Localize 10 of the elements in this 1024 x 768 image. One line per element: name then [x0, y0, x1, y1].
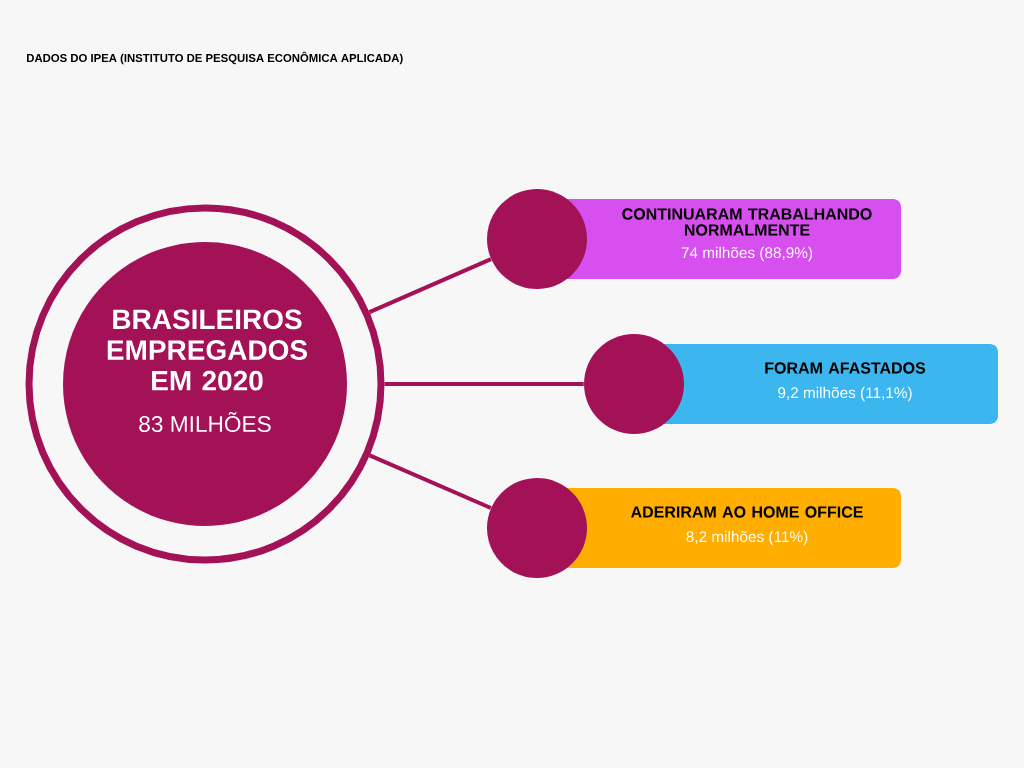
info-box: CONTINUARAM TRABALHANDO NORMALMENTE 74 milhões (88,9%): [555, 199, 901, 279]
connector-line: [384, 382, 584, 386]
connector-line: [368, 257, 492, 314]
source-note: DADOS DO IPEA (INSTITUTO DE PESQUISA ECONÔMICA APLICADA): [27, 51, 403, 65]
info-box: FORAM AFASTADOS 9,2 milhões (11,1%): [650, 344, 998, 424]
info-box: ADERIRAM AO HOME OFFICE 8,2 milhões (11%): [555, 488, 901, 568]
connector-line: [368, 453, 492, 510]
circle-marker: [487, 189, 587, 289]
circle-marker: [487, 478, 587, 578]
circle-marker: [584, 334, 684, 434]
